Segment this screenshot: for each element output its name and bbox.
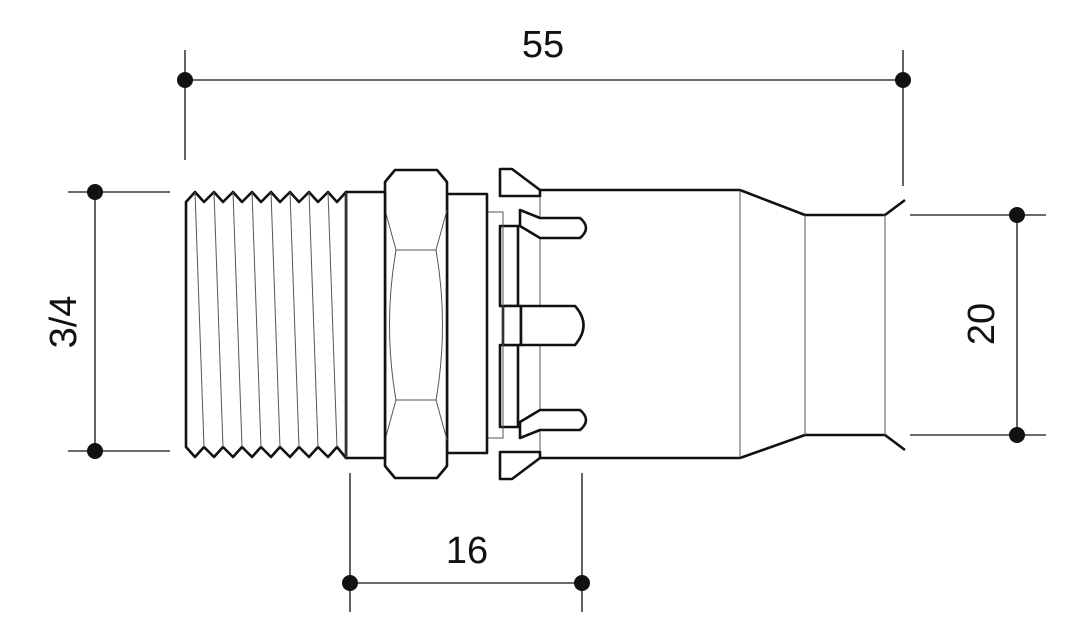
- dimension-insertion-depth: 16: [342, 473, 590, 612]
- hex-nut: [383, 168, 449, 480]
- fitting-body: [184, 167, 906, 481]
- dimension-thread-size: 3/4: [43, 184, 170, 459]
- dimension-label-20: 20: [961, 303, 1003, 345]
- dimension-label-55: 55: [522, 24, 564, 66]
- male-thread: [184, 190, 348, 460]
- dimension-pipe-diameter: 20: [910, 207, 1046, 443]
- dimension-label-16: 16: [446, 530, 488, 572]
- dimension-label-3-4: 3/4: [43, 296, 85, 349]
- dimension-overall-length: 55: [177, 24, 911, 186]
